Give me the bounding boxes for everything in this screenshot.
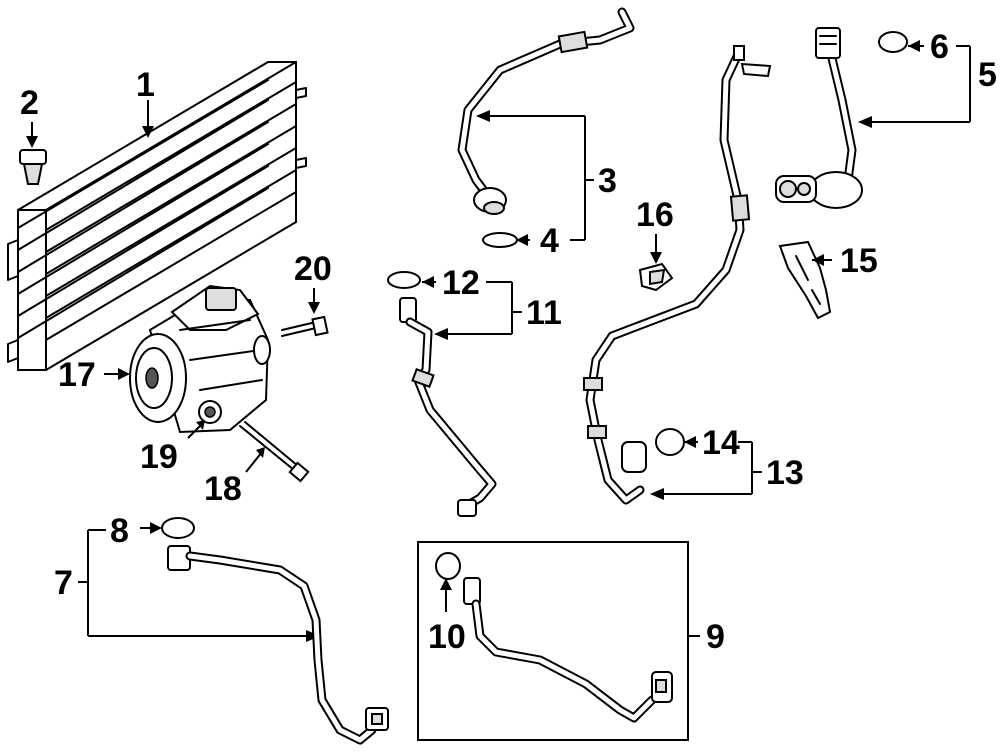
o-ring-4 [482, 232, 518, 248]
suction-hose [457, 7, 635, 215]
bolt-20 [281, 315, 329, 337]
arrow-1 [142, 126, 154, 138]
callout-2: 2 [20, 84, 39, 122]
callout-9: 9 [706, 618, 725, 656]
arrow-16 [650, 252, 662, 264]
arrow-14 [684, 436, 696, 448]
callout-3: 3 [598, 162, 617, 200]
condenser [7, 61, 307, 371]
arrow-2 [26, 136, 38, 148]
callout-4: 4 [540, 222, 559, 260]
arrow-11 [434, 328, 448, 340]
callout-15: 15 [840, 242, 878, 280]
callout-1: 1 [136, 66, 155, 104]
arrow-20 [308, 302, 320, 314]
callout-7: 7 [54, 564, 73, 602]
arrow-18 [256, 447, 265, 458]
compressor [129, 284, 271, 434]
leader-18 [245, 451, 263, 473]
arrow-3 [476, 110, 490, 122]
line-9 [463, 577, 673, 723]
callout-17: 17 [58, 356, 96, 394]
arrow-12 [422, 276, 434, 288]
callout-13: 13 [766, 454, 804, 492]
o-ring-10 [435, 552, 461, 580]
line-11 [399, 297, 497, 517]
o-ring-14 [655, 428, 685, 456]
arrow-6 [908, 40, 920, 52]
clip-16 [638, 262, 674, 292]
callout-6: 6 [930, 28, 949, 66]
arrow-5 [858, 116, 872, 128]
callout-14: 14 [702, 424, 740, 462]
arrow-17 [118, 368, 130, 380]
seal-19 [198, 400, 222, 424]
arrow-13 [650, 488, 664, 500]
callout-8: 8 [110, 512, 129, 550]
callout-10: 10 [428, 618, 466, 656]
callout-12: 12 [442, 264, 480, 302]
callout-16: 16 [636, 196, 674, 234]
arrow-10 [440, 578, 452, 590]
arrow-19 [196, 420, 205, 430]
o-ring-6 [878, 31, 908, 53]
push-clip [19, 149, 47, 185]
bolt-18 [239, 421, 310, 483]
callout-18: 18 [204, 470, 242, 508]
o-ring-8 [161, 517, 195, 539]
o-ring-12 [387, 271, 421, 289]
bracket-15 [778, 240, 832, 320]
callout-11: 11 [526, 294, 562, 332]
liquid-line-13 [583, 45, 772, 505]
leader-19 [187, 423, 203, 439]
callout-5: 5 [978, 56, 997, 94]
callout-20: 20 [294, 250, 332, 288]
arrow-8 [150, 522, 162, 534]
box-9 [417, 541, 689, 741]
arrow-4 [516, 234, 528, 246]
callout-19: 19 [140, 438, 178, 476]
manifold-hose [775, 27, 863, 209]
arrow-15 [812, 254, 824, 266]
line-7 [167, 545, 389, 745]
